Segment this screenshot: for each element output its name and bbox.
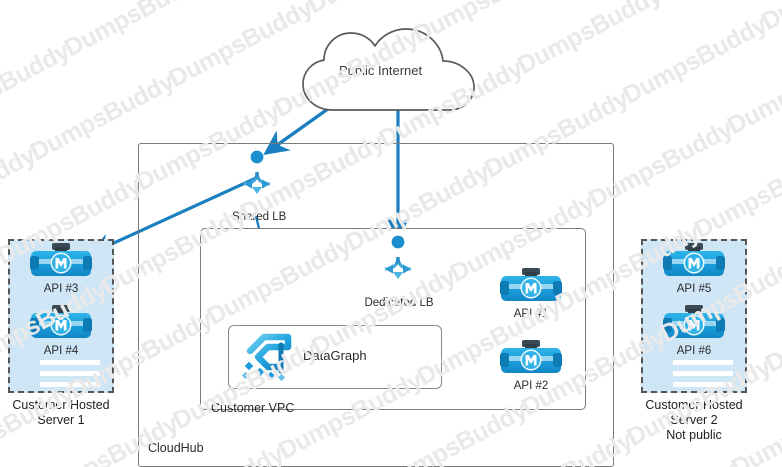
api-5-label: API #5	[676, 283, 712, 295]
api-4-label: API #4	[43, 345, 79, 357]
customer-vpc-label: Customer VPC	[211, 401, 295, 415]
load-balancer-icon	[384, 235, 412, 279]
shared-lb-label: Shared LB	[232, 211, 287, 223]
api-2-node[interactable]	[500, 340, 562, 376]
public-internet-label: Public Internet	[339, 63, 423, 78]
api-4-node[interactable]	[30, 305, 92, 341]
public-internet-cloud	[285, 24, 500, 116]
api-6-node[interactable]	[663, 305, 725, 341]
dedicated-lb-label: Dedicated LB	[364, 297, 434, 309]
server-2-caption-line-2: Server 2	[670, 413, 718, 427]
datagraph-icon	[241, 333, 292, 382]
mulesoft-api-icon	[500, 268, 562, 301]
api-3-label: API #3	[43, 283, 79, 295]
cloudhub-label: CloudHub	[148, 441, 204, 455]
edge-shared-lb-to-api-3	[89, 176, 257, 255]
mulesoft-api-icon	[663, 243, 725, 276]
server-1-stripe	[40, 382, 100, 387]
server-1-stripe	[40, 360, 100, 365]
customer-hosted-server-1-caption: Customer Hosted Server 1	[0, 398, 122, 428]
api-6-label: API #6	[676, 345, 712, 357]
load-balancer-icon	[243, 150, 271, 194]
mulesoft-api-icon	[663, 305, 725, 338]
api-2-label: API #2	[513, 380, 549, 392]
server-2-stripe	[673, 371, 733, 376]
edge-internet-to-shared-lb	[263, 104, 333, 155]
mulesoft-api-icon	[500, 340, 562, 373]
server-2-stripe	[673, 382, 733, 387]
api-1-node[interactable]	[500, 268, 562, 304]
mulesoft-api-icon	[30, 243, 92, 276]
dedicated-lb-node[interactable]	[373, 233, 423, 295]
server-2-caption-line-1: Customer Hosted	[645, 398, 743, 412]
server-1-caption-line-1: Customer Hosted	[12, 398, 110, 412]
mulesoft-api-icon	[30, 305, 92, 338]
server-1-stripe	[40, 371, 100, 376]
server-2-caption-line-3: Not public	[666, 428, 722, 442]
datagraph-label: DataGraph	[303, 348, 367, 363]
datagraph-icon-wrap	[238, 331, 300, 383]
api-3-node[interactable]	[30, 243, 92, 279]
server-2-stripe	[673, 360, 733, 365]
server-1-caption-line-2: Server 1	[37, 413, 85, 427]
api-5-node[interactable]	[663, 243, 725, 279]
cloud-icon	[302, 28, 475, 111]
customer-hosted-server-2-caption: Customer Hosted Server 2 Not public	[633, 398, 755, 443]
shared-lb-node[interactable]	[232, 148, 282, 210]
api-1-label: API #1	[513, 308, 549, 320]
